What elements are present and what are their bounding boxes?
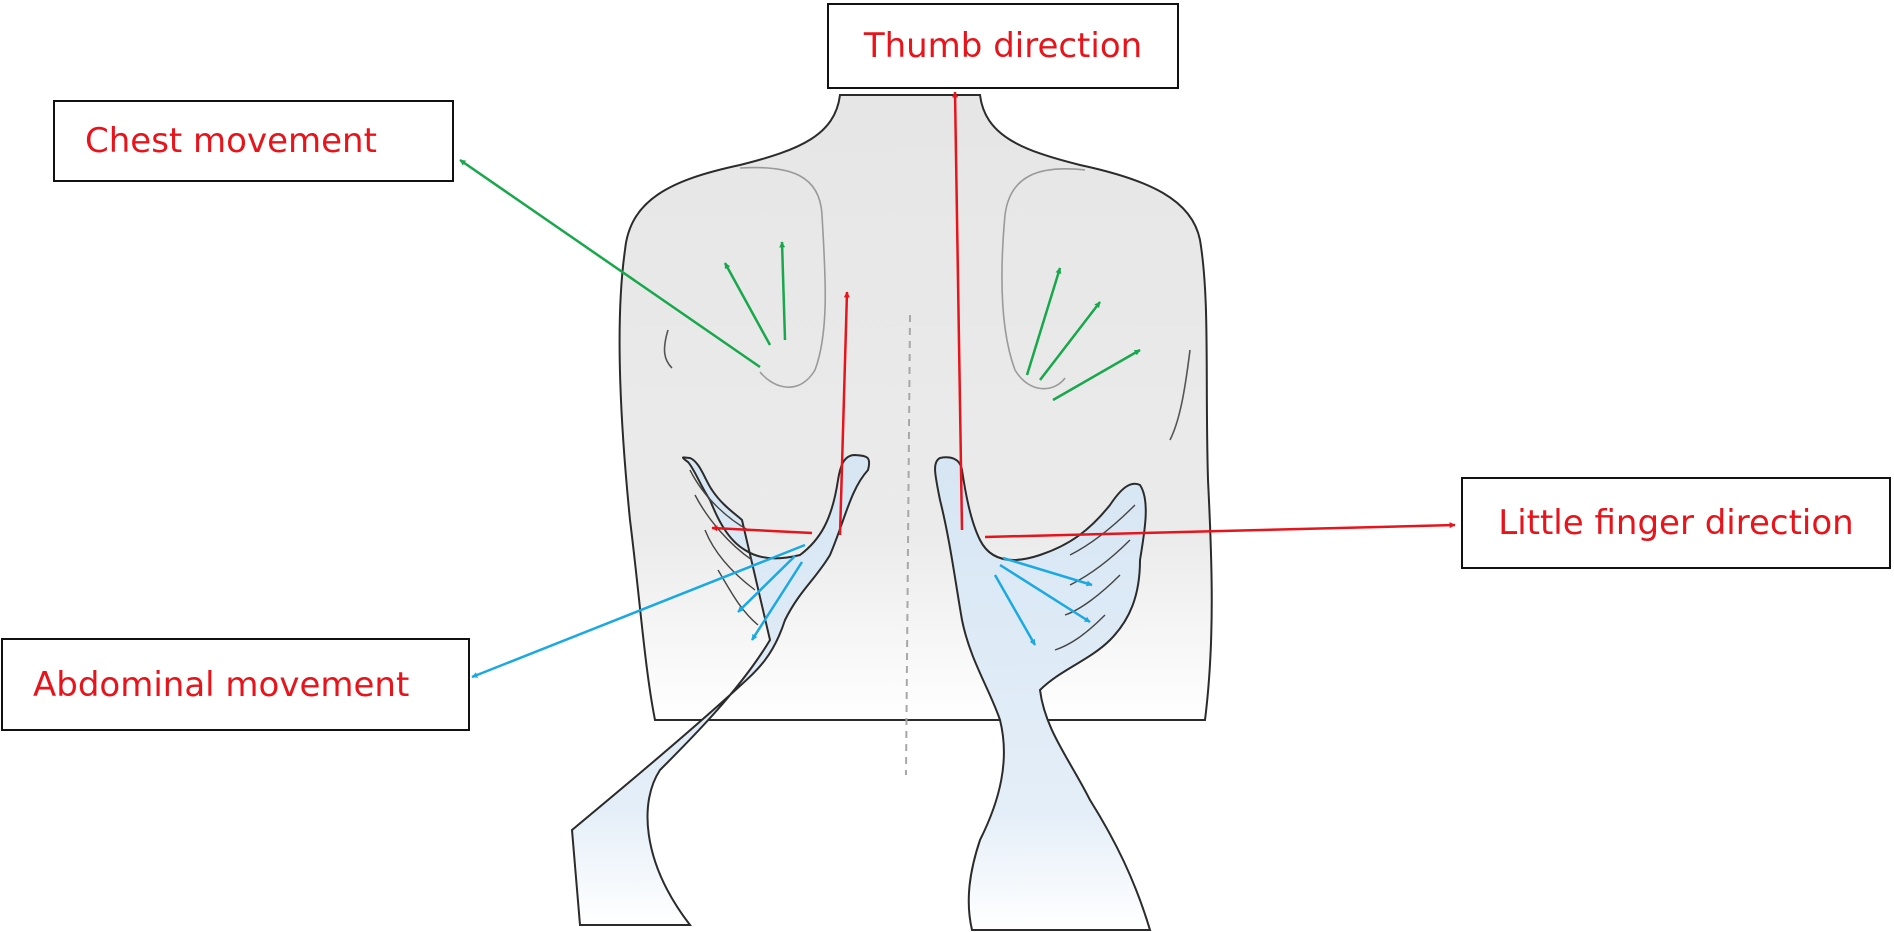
back-silhouette — [620, 95, 1212, 720]
thumb-direction-label: Thumb direction — [864, 29, 1142, 63]
little-finger-direction-label-box: Little finger direction — [1461, 477, 1891, 569]
abdominal-movement-label-box: Abdominal movement — [1, 638, 470, 731]
thumb-direction-label-box: Thumb direction — [827, 3, 1179, 89]
chest-movement-label: Chest movement — [85, 124, 377, 158]
little-finger-direction-label: Little finger direction — [1498, 506, 1853, 540]
abdominal-movement-label: Abdominal movement — [33, 668, 409, 702]
torso-illustration — [620, 95, 1212, 775]
chest-movement-label-box: Chest movement — [53, 100, 454, 182]
